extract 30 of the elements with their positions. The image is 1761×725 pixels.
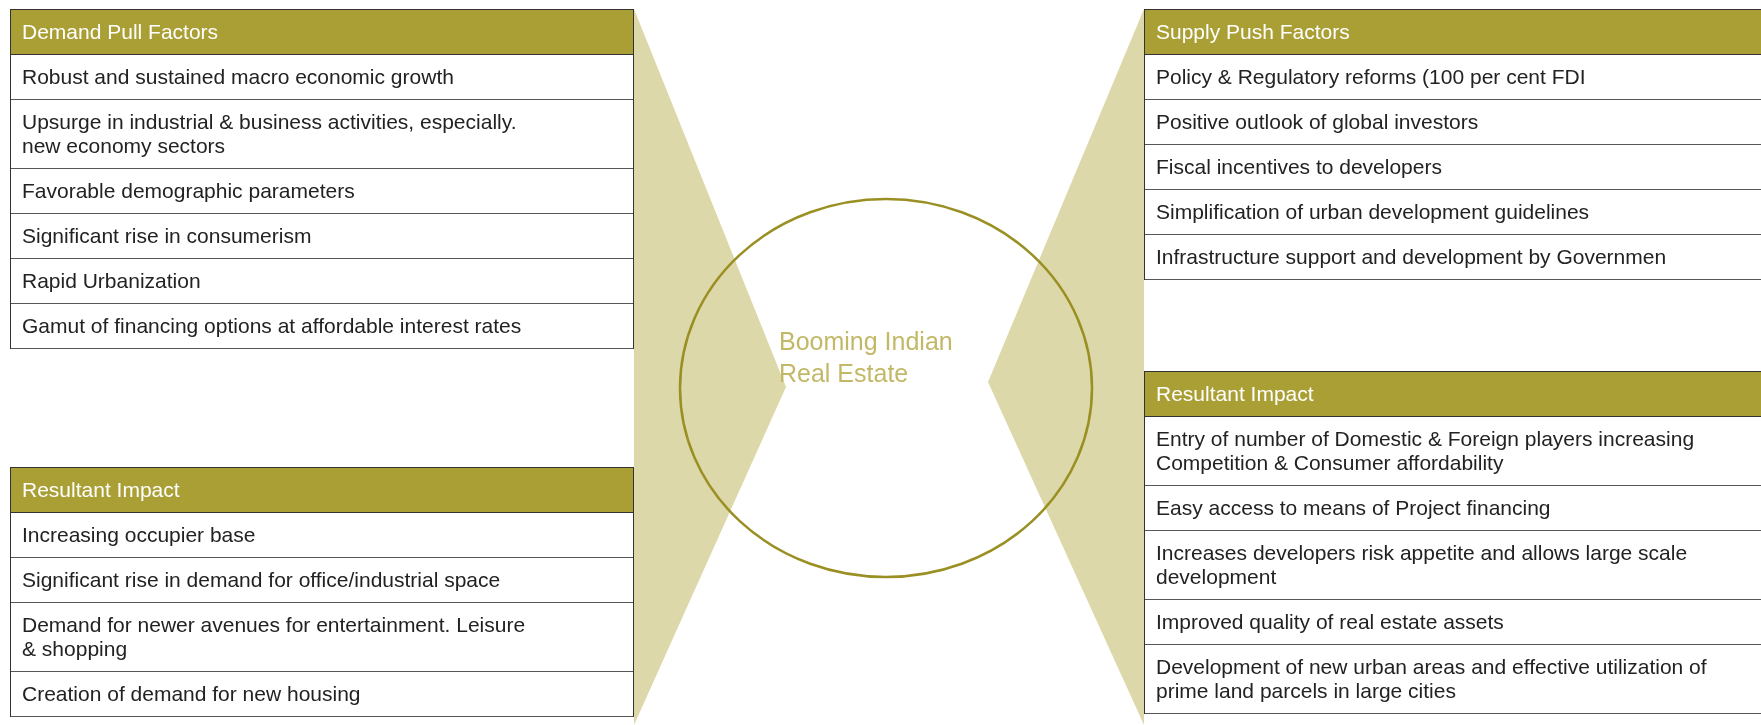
factor-table bbox=[10, 9, 634, 349]
table-row: Positive outlook of global investors bbox=[1145, 100, 1761, 145]
table-header: Supply Push Factors bbox=[1145, 10, 1761, 55]
table-row: Creation of demand for new housing bbox=[11, 672, 633, 717]
factor-table bbox=[1144, 9, 1761, 280]
table-row: Upsurge in industrial & business activities, especially. new economy sectors bbox=[11, 100, 633, 169]
wedge-shape bbox=[988, 9, 1144, 725]
table-row: Simplification of urban development guidelines bbox=[1145, 190, 1761, 235]
table-row: Significant rise in demand for office/industrial space bbox=[11, 558, 633, 603]
table-row: Gamut of financing options at affordable interest rates bbox=[11, 304, 633, 349]
center-title: Booming Indian Real Estate bbox=[779, 326, 954, 389]
table-row: Fiscal incentives to developers bbox=[1145, 145, 1761, 190]
table-row: Easy access to means of Project financing bbox=[1145, 486, 1761, 531]
table-row: Increases developers risk appetite and allows large scale development bbox=[1145, 531, 1761, 600]
table-row: Development of new urban areas and effective utilization of prime land parcels in large cities bbox=[1145, 645, 1761, 714]
table-row: Improved quality of real estate assets bbox=[1145, 600, 1761, 645]
factor-table bbox=[1144, 371, 1761, 714]
table-row: Robust and sustained macro economic growth bbox=[11, 55, 633, 100]
table-row: Favorable demographic parameters bbox=[11, 169, 633, 214]
table-header: Resultant Impact bbox=[11, 468, 633, 513]
factor-table bbox=[10, 467, 634, 717]
table-row: Infrastructure support and development by Governmen bbox=[1145, 235, 1761, 280]
table-row: Significant rise in consumerism bbox=[11, 214, 633, 259]
table-row: Policy & Regulatory reforms (100 per cent FDI bbox=[1145, 55, 1761, 100]
table-row: Entry of number of Domestic & Foreign players increasing Competition & Consumer affordability bbox=[1145, 417, 1761, 486]
table-header: Demand Pull Factors bbox=[11, 10, 633, 55]
table-row: Demand for newer avenues for entertainment. Leisure & shopping bbox=[11, 603, 633, 672]
table-row: Increasing occupier base bbox=[11, 513, 633, 558]
table-row: Rapid Urbanization bbox=[11, 259, 633, 304]
table-header: Resultant Impact bbox=[1145, 372, 1761, 417]
